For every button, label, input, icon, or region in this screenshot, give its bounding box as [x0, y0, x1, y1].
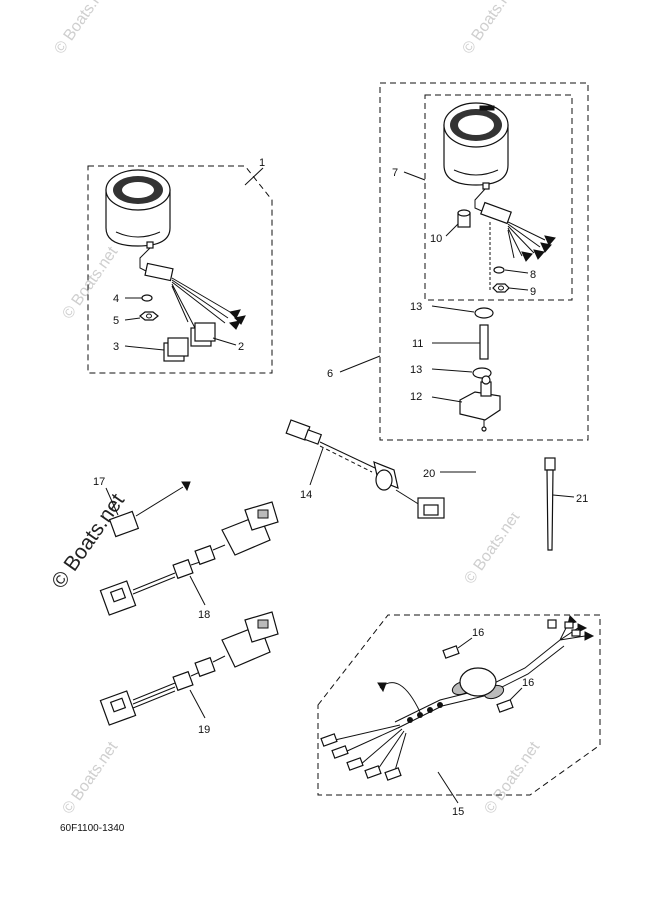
gauge-meter-7: [443, 102, 509, 190]
main-harness-15: 15 16 1: [317, 614, 601, 818]
callout-13-upper: 13: [410, 301, 422, 313]
hose-20: 20: [423, 452, 518, 550]
callout-5: 5: [113, 315, 119, 327]
callout-8: 8: [530, 269, 536, 281]
callout-21: 21: [576, 493, 588, 505]
callout-10: 10: [430, 233, 442, 245]
watermark-top-left: © Boats.net: [51, 0, 113, 57]
washer-4: [141, 294, 153, 302]
wire-harness-19: 19: [99, 611, 279, 736]
callout-6: 6: [327, 368, 333, 380]
group-1-gauge-kit: 1 4 5 3 2: [87, 157, 273, 374]
watermark-top-right: © Boats.net: [459, 0, 521, 57]
watermark-right-mid: © Boats.net: [461, 508, 523, 587]
watermark-main: © Boats.net: [47, 489, 129, 592]
callout-17: 17: [93, 476, 105, 488]
terminal-16-upper: [442, 645, 460, 659]
watermark-bottom-left: © Boats.net: [59, 738, 121, 817]
callout-11: 11: [412, 338, 423, 350]
callout-2: 2: [238, 341, 244, 353]
callout-18: 18: [198, 609, 210, 621]
callout-16-lower: 16: [522, 677, 534, 689]
gauge-meter: [105, 169, 171, 249]
terminals-left: [320, 733, 402, 781]
diagram-code: 60F1100-1340: [60, 823, 125, 834]
terminal-16-lower: [496, 699, 514, 713]
pressure-sensor-12: [459, 375, 501, 432]
tube-11: [479, 324, 489, 360]
watermark-left-mid: © Boats.net: [59, 243, 121, 322]
callout-13-lower: 13: [410, 364, 422, 376]
clamp-13-upper: [474, 307, 494, 319]
callout-19: 19: [198, 724, 210, 736]
callout-9: 9: [530, 286, 536, 298]
callout-20: 20: [423, 468, 435, 480]
group-6-meter-assembly: 6 7 10 8 9 13: [327, 82, 589, 441]
cable-tie-21: 21: [544, 457, 588, 551]
callout-15: 15: [452, 806, 464, 818]
callout-1: 1: [259, 157, 265, 169]
watermark-bottom-right: © Boats.net: [481, 738, 543, 817]
wire-harness-18: 18: [99, 501, 279, 621]
callout-3: 3: [113, 341, 119, 353]
callout-14: 14: [300, 489, 312, 501]
extension-cable-14: 14: [285, 419, 445, 519]
washer-8: [493, 266, 505, 274]
callout-12: 12: [410, 391, 422, 403]
callout-7: 7: [392, 167, 398, 179]
lead-17: 17: [93, 476, 191, 538]
callout-4: 4: [113, 293, 119, 305]
callout-16-upper: 16: [472, 627, 484, 639]
